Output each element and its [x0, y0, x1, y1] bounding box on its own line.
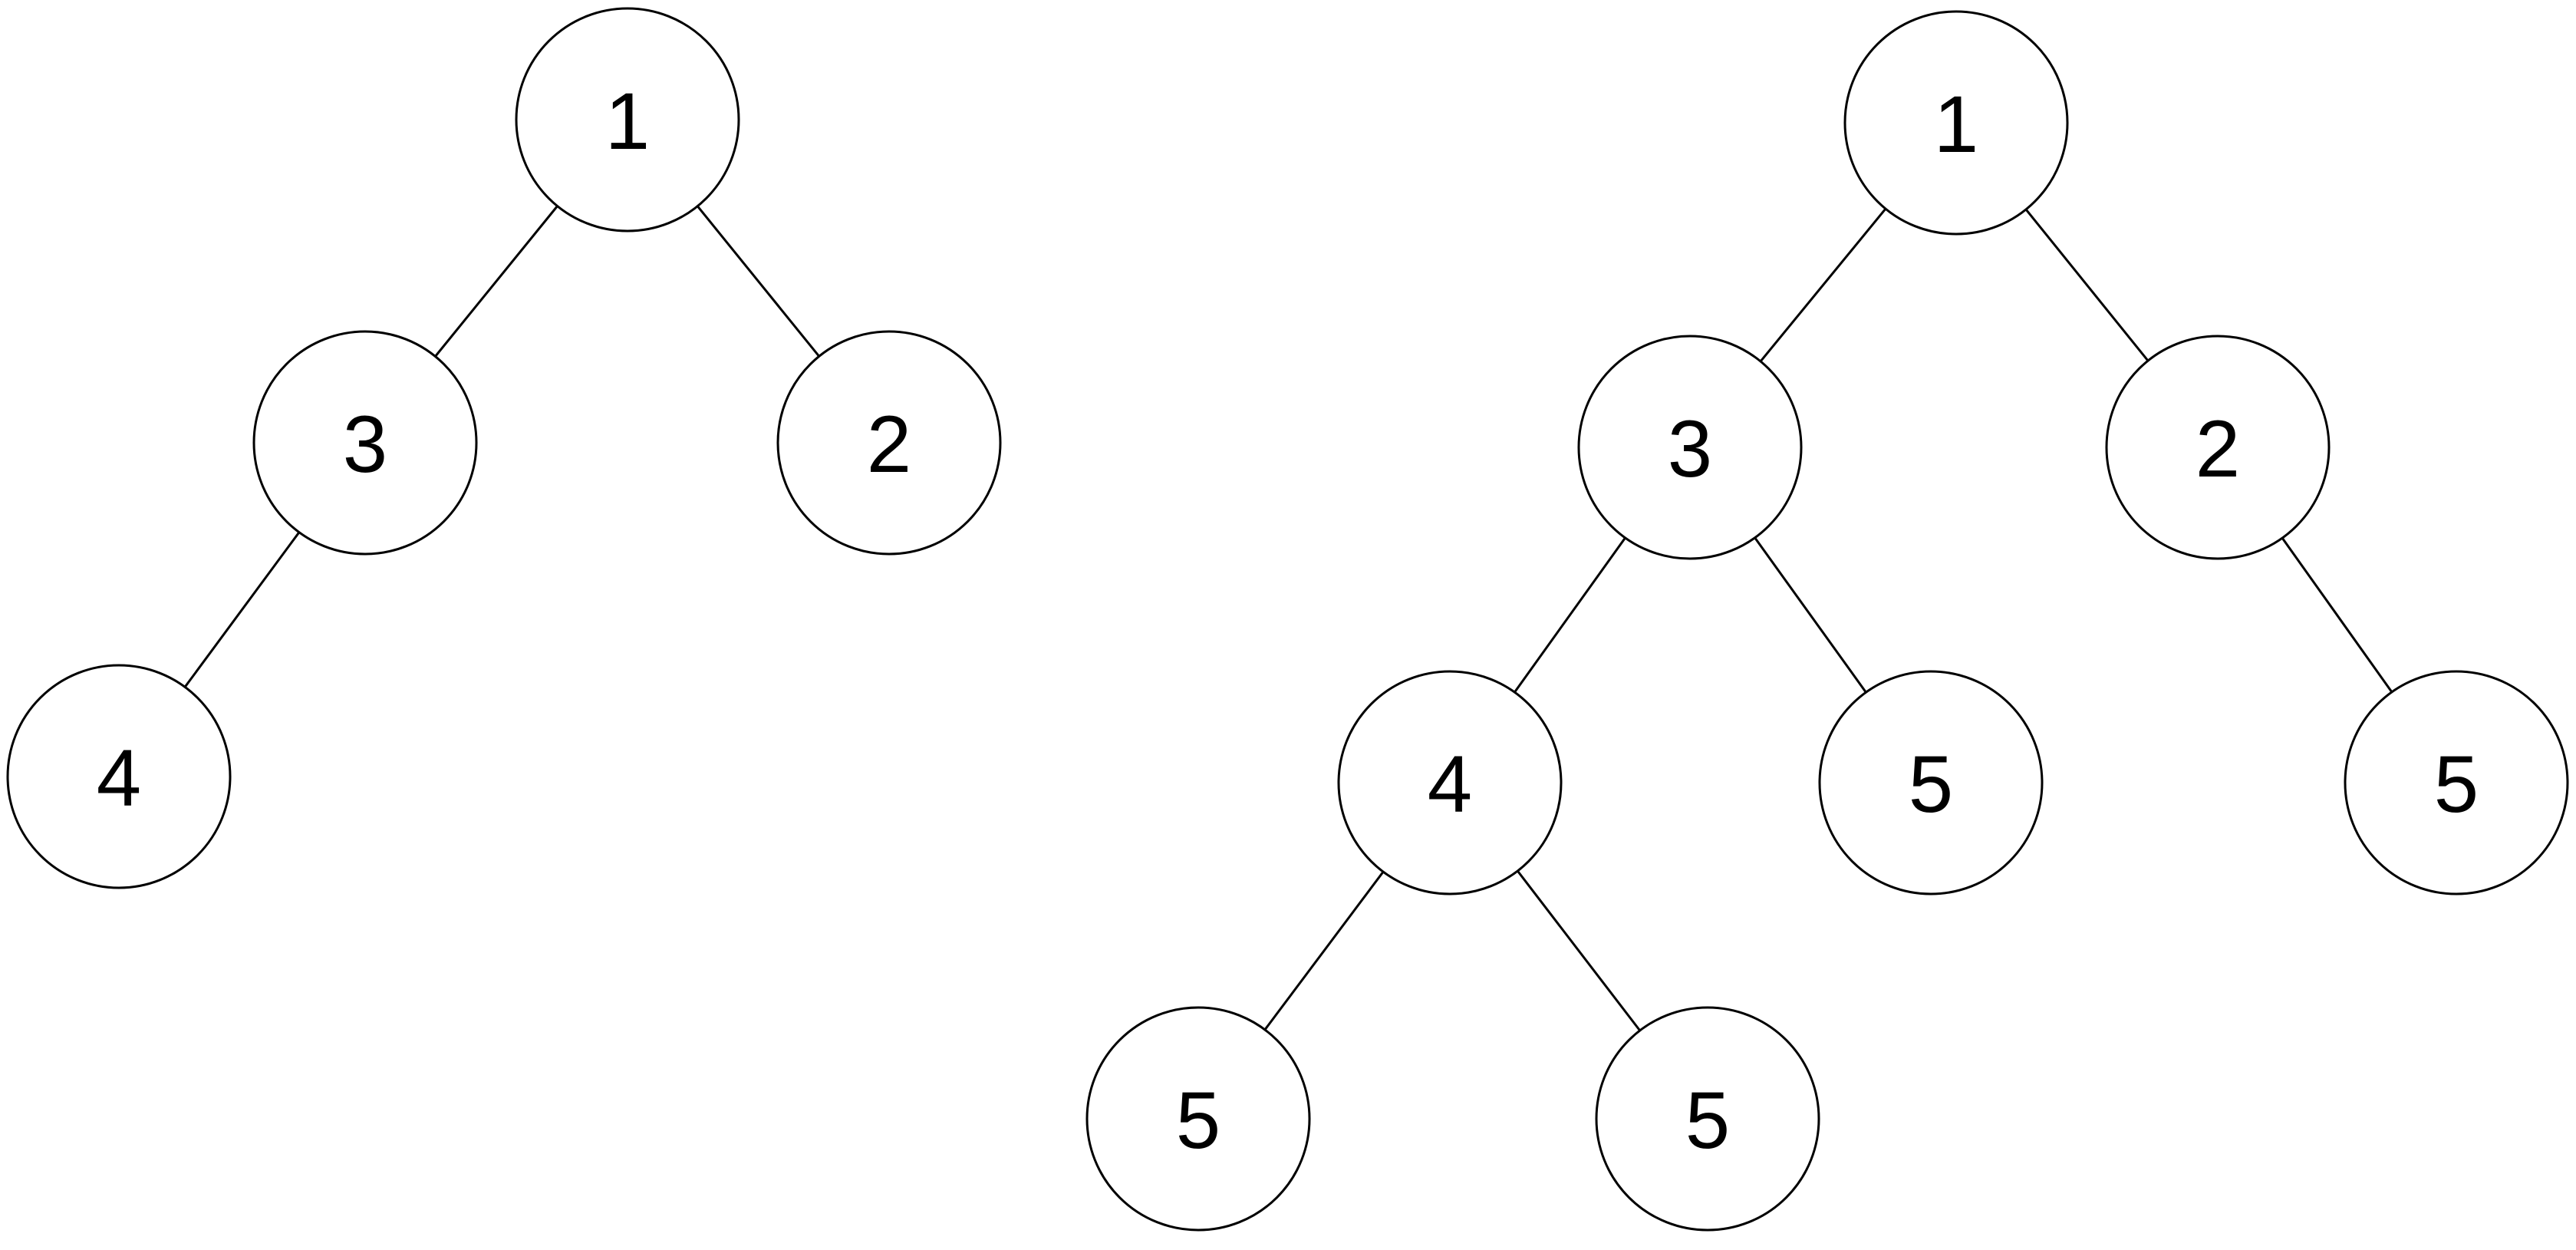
node-circle — [515, 7, 740, 233]
node-circle — [1843, 10, 2069, 236]
tree-node: 5 — [1818, 670, 2044, 895]
tree-node: 5 — [2344, 670, 2569, 895]
tree-edge-R3-R4 — [1514, 537, 1626, 693]
tree-node: 5 — [1085, 1006, 1311, 1232]
node-label: 1 — [1934, 80, 1978, 170]
tree-right: 1 3 2 4 5 5 5 5 — [1085, 10, 2569, 1232]
node-circle — [1595, 1006, 1820, 1232]
tree-edge-L3-L4 — [183, 531, 301, 688]
tree-node: 3 — [252, 330, 478, 556]
tree-node: 3 — [1577, 335, 1803, 560]
tree-edge-R4-R5d — [1517, 870, 1641, 1031]
node-circle — [1085, 1006, 1311, 1232]
node-circle — [1818, 670, 2044, 895]
node-circle — [6, 664, 232, 889]
node-label: 5 — [2434, 740, 2479, 829]
tree-node: 4 — [1337, 670, 1563, 895]
node-label: 1 — [605, 77, 650, 167]
node-label: 4 — [1428, 740, 1472, 829]
tree-edge-R1-R2 — [2024, 208, 2149, 362]
tree-edge-L1-L2 — [697, 205, 820, 358]
node-label: 3 — [343, 400, 387, 490]
node-circle — [252, 330, 478, 556]
node-label: 4 — [97, 734, 141, 823]
tree-edge-L1-L3 — [434, 205, 558, 358]
node-circle — [2105, 335, 2331, 560]
tree-edge-R1-R3 — [1759, 208, 1887, 362]
tree-edge-R2-R5b — [2281, 537, 2393, 693]
node-label: 2 — [867, 400, 911, 490]
tree-node: 1 — [1843, 10, 2069, 236]
tree-left: 1 3 2 4 — [6, 7, 1002, 889]
tree-node: 4 — [6, 664, 232, 889]
node-label: 5 — [1909, 740, 1953, 829]
tree-edge-R4-R5c — [1263, 871, 1385, 1031]
node-label: 5 — [1176, 1076, 1220, 1166]
tree-node: 5 — [1595, 1006, 1820, 1232]
tree-node: 1 — [515, 7, 740, 233]
node-circle — [776, 330, 1002, 556]
node-circle — [2344, 670, 2569, 895]
node-label: 5 — [1685, 1076, 1730, 1166]
tree-edge-R3-R5a — [1754, 536, 1867, 694]
node-label: 2 — [2196, 404, 2240, 494]
node-circle — [1337, 670, 1563, 895]
tree-node: 2 — [776, 330, 1002, 556]
node-circle — [1577, 335, 1803, 560]
node-label: 3 — [1668, 404, 1712, 494]
tree-node: 2 — [2105, 335, 2331, 560]
